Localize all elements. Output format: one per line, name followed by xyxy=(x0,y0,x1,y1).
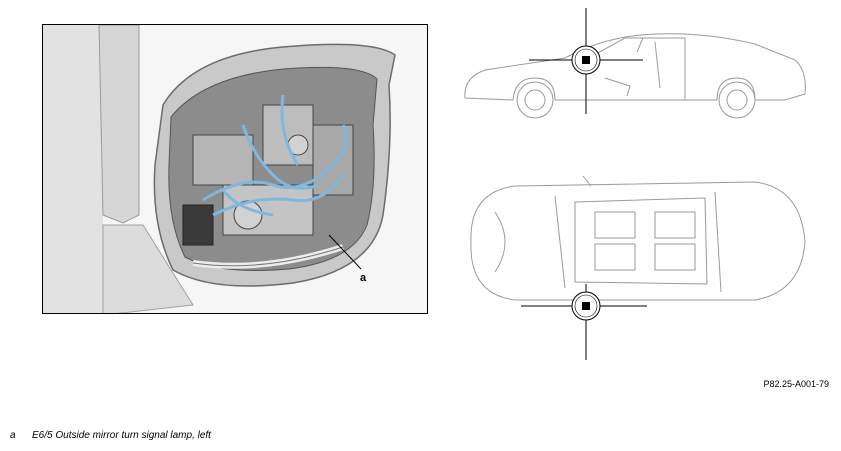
callout-label-a: a xyxy=(360,272,367,284)
location-marker-side xyxy=(529,8,643,114)
callout-leader-line xyxy=(328,234,362,270)
mirror-detail-illustration xyxy=(42,24,428,314)
figure-id: P82.25-A001-79 xyxy=(763,379,829,389)
legend-item: a E6/5 Outside mirror turn signal lamp, … xyxy=(10,430,211,441)
turn-signal-connector xyxy=(182,204,214,246)
vehicle-top-view xyxy=(470,175,806,360)
vehicle-side-view xyxy=(464,8,806,119)
legend-text: E6/5 Outside mirror turn signal lamp, le… xyxy=(32,430,211,441)
mirror-housing-drawing xyxy=(43,25,396,313)
legend-key: a xyxy=(10,430,16,441)
location-marker-top xyxy=(521,284,647,360)
wiring-harness xyxy=(202,94,348,217)
